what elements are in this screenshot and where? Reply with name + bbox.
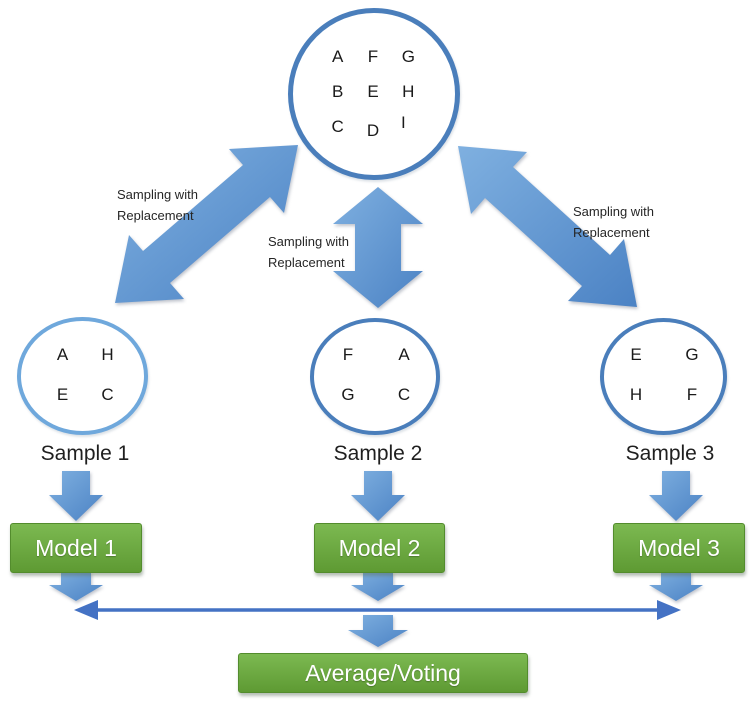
average-voting-label: Average/Voting	[305, 659, 461, 686]
sample3-letters: E G H F	[608, 335, 720, 415]
sampling-note-line1: Sampling with	[268, 234, 349, 249]
sample1-label: Sample 1	[40, 442, 130, 465]
dataset-letter: D	[366, 120, 380, 140]
model3-label: Model 3	[638, 534, 720, 561]
sample3-circle	[600, 318, 727, 435]
model1-label: Model 1	[35, 534, 117, 561]
sample-letter: A	[56, 345, 69, 364]
sampling-note-left: Sampling with Replacement	[117, 184, 198, 226]
sampling-note-middle: Sampling with Replacement	[268, 231, 349, 273]
combine-line-right-arrowhead	[657, 600, 681, 620]
flow-arrow-combine-average	[348, 615, 408, 647]
sample-letter: F	[342, 345, 354, 364]
sample-letter: F	[686, 385, 698, 404]
dataset-letter: H	[402, 81, 415, 101]
combine-line-left-arrowhead	[74, 600, 98, 620]
sample-letter: A	[398, 345, 410, 364]
sample-letter: E	[56, 385, 69, 404]
flow-arrow-sample1-model1	[49, 471, 103, 521]
sampling-note-line1: Sampling with	[573, 204, 654, 219]
sampling-note-right: Sampling with Replacement	[573, 201, 654, 243]
sample-letter: C	[397, 385, 411, 404]
dataset-letters: A F G B E H C D I	[320, 40, 426, 144]
model2-box: Model 2	[314, 523, 445, 573]
flow-arrow-sample3-model3	[649, 471, 703, 521]
model2-label: Model 2	[338, 534, 421, 561]
dataset-letter: B	[331, 81, 344, 101]
sampling-note-line2: Replacement	[268, 255, 345, 270]
sample-letter: H	[629, 385, 643, 404]
average-voting-box: Average/Voting	[238, 653, 528, 693]
sample1-letters: A H E C	[40, 335, 130, 415]
sample-letter: E	[630, 345, 642, 364]
sampling-arrow-middle	[333, 187, 423, 308]
sample2-circle	[310, 318, 440, 435]
model1-box: Model 1	[10, 523, 142, 573]
dataset-circle	[288, 8, 460, 180]
sampling-arrow-left	[115, 145, 298, 303]
sample1-circle	[17, 317, 148, 435]
sampling-note-line2: Replacement	[573, 225, 650, 240]
sampling-note-line2: Replacement	[117, 208, 194, 223]
dataset-letter: I	[400, 112, 406, 132]
sample-letter: C	[101, 385, 114, 404]
flow-arrow-model2-out	[351, 572, 405, 601]
sample2-label: Sample 2	[333, 442, 423, 465]
sample-letter: G	[685, 345, 699, 364]
dataset-letter: C	[331, 116, 344, 136]
sampling-note-line1: Sampling with	[117, 187, 198, 202]
flow-arrow-sample2-model2	[351, 471, 405, 521]
sampling-arrow-right	[458, 146, 637, 307]
dataset-letter: A	[331, 47, 344, 67]
dataset-letter: F	[367, 47, 379, 67]
sample-letter: H	[101, 345, 114, 364]
flow-arrow-model3-out	[649, 572, 703, 601]
sample2-letters: F A G C	[320, 335, 432, 415]
flow-arrow-model1-out	[49, 572, 103, 601]
sample-letter: G	[341, 385, 355, 404]
dataset-letter: E	[367, 81, 379, 101]
sample3-label: Sample 3	[625, 442, 715, 465]
model3-box: Model 3	[613, 523, 745, 573]
dataset-letter: G	[401, 47, 415, 67]
